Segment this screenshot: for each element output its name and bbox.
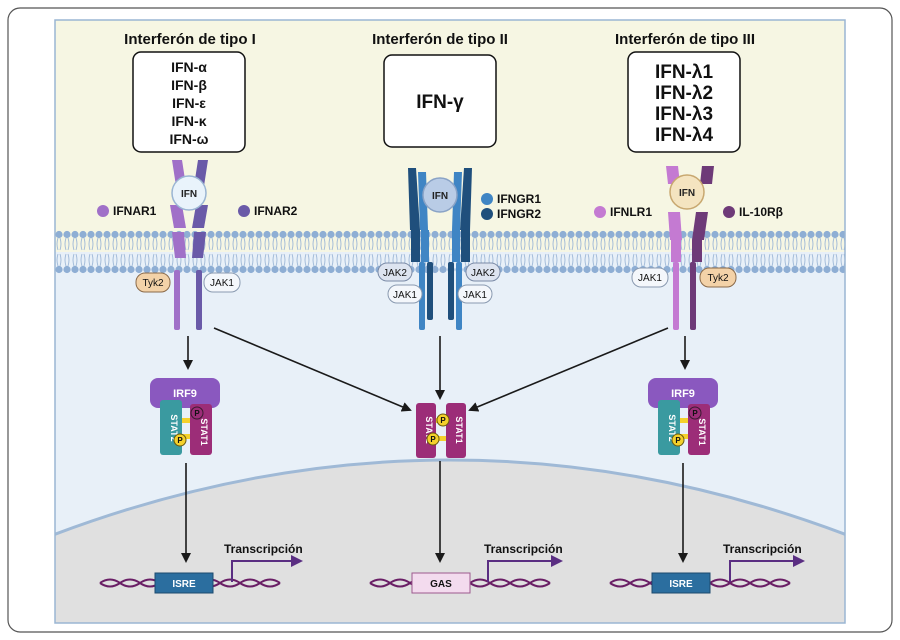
type3-ligand-l2: IFN-λ2 (655, 83, 713, 104)
type1-irf9-label: IRF9 (173, 388, 197, 400)
type2-jak2-right-label: JAK2 (471, 268, 495, 279)
type1-phospho-2 (173, 433, 187, 447)
type1-title: Interferón de tipo I (124, 31, 256, 48)
type2-ligand-gamma: IFN-γ (416, 92, 464, 113)
type1-ligand-beta: IFN-β (171, 77, 207, 93)
type3-isgf3-complex: IRF9 STAT2 STAT1 P P (648, 378, 718, 455)
type2-transcription-arrow (487, 555, 563, 582)
type1-tyk2 (135, 272, 171, 293)
type3-title: Interferón de tipo III (615, 31, 755, 48)
type2-jak1-left (387, 284, 423, 304)
type1-tyk2-label: Tyk2 (142, 278, 164, 289)
type2-jak1-right-label: JAK1 (463, 290, 487, 301)
type1-transcription-label: Transcripción (224, 542, 303, 556)
type2-gas-box (411, 572, 471, 594)
type1-receptor: IFN (170, 160, 208, 330)
type1-receptor-left-swatch (97, 205, 109, 217)
type3-isre-box (651, 572, 711, 594)
type2-jak2-right (465, 262, 501, 282)
type1-isgf3-complex: IRF9 STAT2 STAT1 P P (150, 378, 220, 455)
type2-ifn-label: IFN (432, 191, 448, 202)
type2-transcription-label: Transcripción (484, 542, 563, 556)
type2-phospho-2-label: P (430, 435, 436, 444)
type1-phospho-1 (190, 406, 204, 420)
type3-phospho-1 (688, 406, 702, 420)
type1-jak1 (203, 272, 241, 293)
type2-receptor1-label: IFNGR1 (497, 192, 541, 206)
type2-jak2-left-label: JAK2 (383, 268, 407, 279)
type1-isre-label: ISRE (172, 579, 196, 590)
type2-phospho-1-label: P (440, 416, 446, 425)
type3-ligand-l3: IFN-λ3 (655, 104, 713, 125)
type2-stat1-right (446, 403, 466, 458)
type1-jak1-label: JAK1 (210, 278, 234, 289)
type2-jak2-left (377, 262, 413, 282)
type1-ligand-alpha: IFN-α (171, 59, 207, 75)
type3-jak1-label: JAK1 (638, 273, 662, 284)
type3-jak1 (631, 267, 669, 288)
transcription-arrows (231, 555, 805, 582)
type1-ligand-omega: IFN-ω (169, 131, 208, 147)
type3-irf9-label: IRF9 (671, 388, 695, 400)
type1-stat2-label: STAT2 (169, 414, 179, 441)
type3-phospho-1-label: P (692, 409, 698, 418)
cell-border (54, 19, 846, 624)
type3-isre-label: ISRE (669, 579, 693, 590)
type3-tyk2 (699, 267, 737, 288)
type2-stat1-left-label: STAT1 (424, 416, 434, 443)
type1-phospho-2-label: P (177, 436, 183, 445)
signaling-arrows (181, 327, 690, 563)
type3-tyk2-label: Tyk2 (707, 273, 729, 284)
type2-receptor: IFN (408, 168, 472, 330)
type1-ligand-kappa: IFN-κ (171, 113, 206, 129)
type3-transcription-arrow (729, 555, 805, 582)
type2-gas-label: GAS (430, 579, 452, 590)
type3-ifn-label: IFN (679, 188, 695, 199)
type1-ifn-ligand (171, 175, 207, 211)
type3-phospho-2-label: P (675, 436, 681, 445)
type1-receptor-left-label: IFNAR1 (113, 204, 157, 218)
arrow-type1-to-stat1 (213, 327, 412, 412)
type2-stat1-dimer: STAT1 STAT1 P P (416, 403, 466, 458)
type2-receptor1-swatch (481, 193, 493, 205)
type1-ligand-epsilon: IFN-ε (172, 95, 206, 111)
arrow-type3-to-stat1 (468, 327, 669, 412)
type1-transcription-arrow (231, 555, 303, 582)
type1-isre-box (154, 572, 214, 594)
type2-jak1-right (457, 284, 493, 304)
type1-ligand-box (132, 51, 246, 153)
type3-receptor-right-label: IL-10Rβ (739, 205, 783, 219)
type2-phospho-1 (436, 413, 450, 427)
type1-phospho-1-label: P (194, 409, 200, 418)
type2-phospho-2 (426, 432, 440, 446)
type2-stat1-right-label: STAT1 (454, 416, 464, 443)
type3-ligand-l4: IFN-λ4 (655, 125, 714, 146)
type3-receptor-left-swatch (594, 206, 606, 218)
type3-receptor-left-label: IFNLR1 (610, 205, 652, 219)
type3-stat2-label: STAT2 (667, 414, 677, 441)
type2-receptor2-label: IFNGR2 (497, 207, 541, 221)
type3-receptor-right-swatch (723, 206, 735, 218)
type1-receptor-right-swatch (238, 205, 250, 217)
type2-receptor2-swatch (481, 208, 493, 220)
type2-ifn-ligand (422, 177, 458, 213)
type3-receptor: IFN (666, 166, 714, 330)
type3-ligand-box (627, 51, 741, 153)
type2-jak1-left-label: JAK1 (393, 290, 417, 301)
type3-ligand-l1: IFN-λ1 (655, 62, 714, 83)
type3-transcription-label: Transcripción (723, 542, 802, 556)
type3-stat1-label: STAT1 (697, 418, 707, 445)
type2-title: Interferón de tipo II (372, 31, 508, 48)
type3-phospho-2 (671, 433, 685, 447)
type1-ifn-label: IFN (181, 189, 197, 200)
type3-ifn-ligand (669, 174, 705, 210)
type2-ligand-box (383, 54, 497, 148)
type1-stat1-label: STAT1 (199, 418, 209, 445)
type1-receptor-right-label: IFNAR2 (254, 204, 298, 218)
